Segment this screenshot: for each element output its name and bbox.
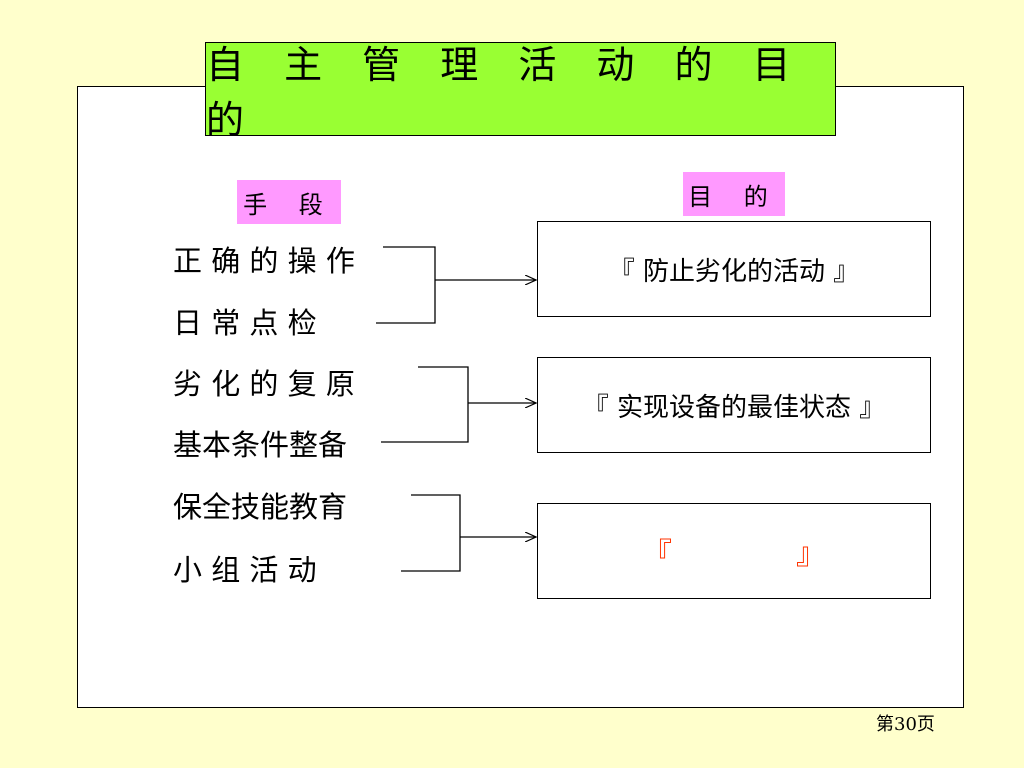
means-item-group-activity: 小 组 活 动 <box>173 553 317 587</box>
goal-box-optimal-state: 『 实现设备的最佳状态 』 <box>537 357 931 453</box>
means-item-skills-education: 保全技能教育 <box>173 490 348 524</box>
page-number: 第30页 <box>876 714 935 735</box>
means-item-daily-inspection: 日 常 点 检 <box>173 306 317 340</box>
bracket-1 <box>376 246 536 324</box>
bracket-2 <box>381 366 536 443</box>
goal-box-blank: 『 』 <box>537 503 931 599</box>
slide-title: 自 主 管 理 活 动 的 目 的 <box>205 42 836 142</box>
goal-box-prevent-deterioration: 『 防止劣化的活动 』 <box>537 221 931 317</box>
purpose-label: 目 的 <box>683 172 785 216</box>
means-item-basic-conditions: 基本条件整备 <box>173 428 348 462</box>
means-label: 手 段 <box>237 180 341 224</box>
means-item-correct-operation: 正 确 的 操 作 <box>173 244 355 278</box>
bracket-3 <box>401 494 536 572</box>
means-item-deterioration-restoration: 劣 化 的 复 原 <box>173 367 355 401</box>
